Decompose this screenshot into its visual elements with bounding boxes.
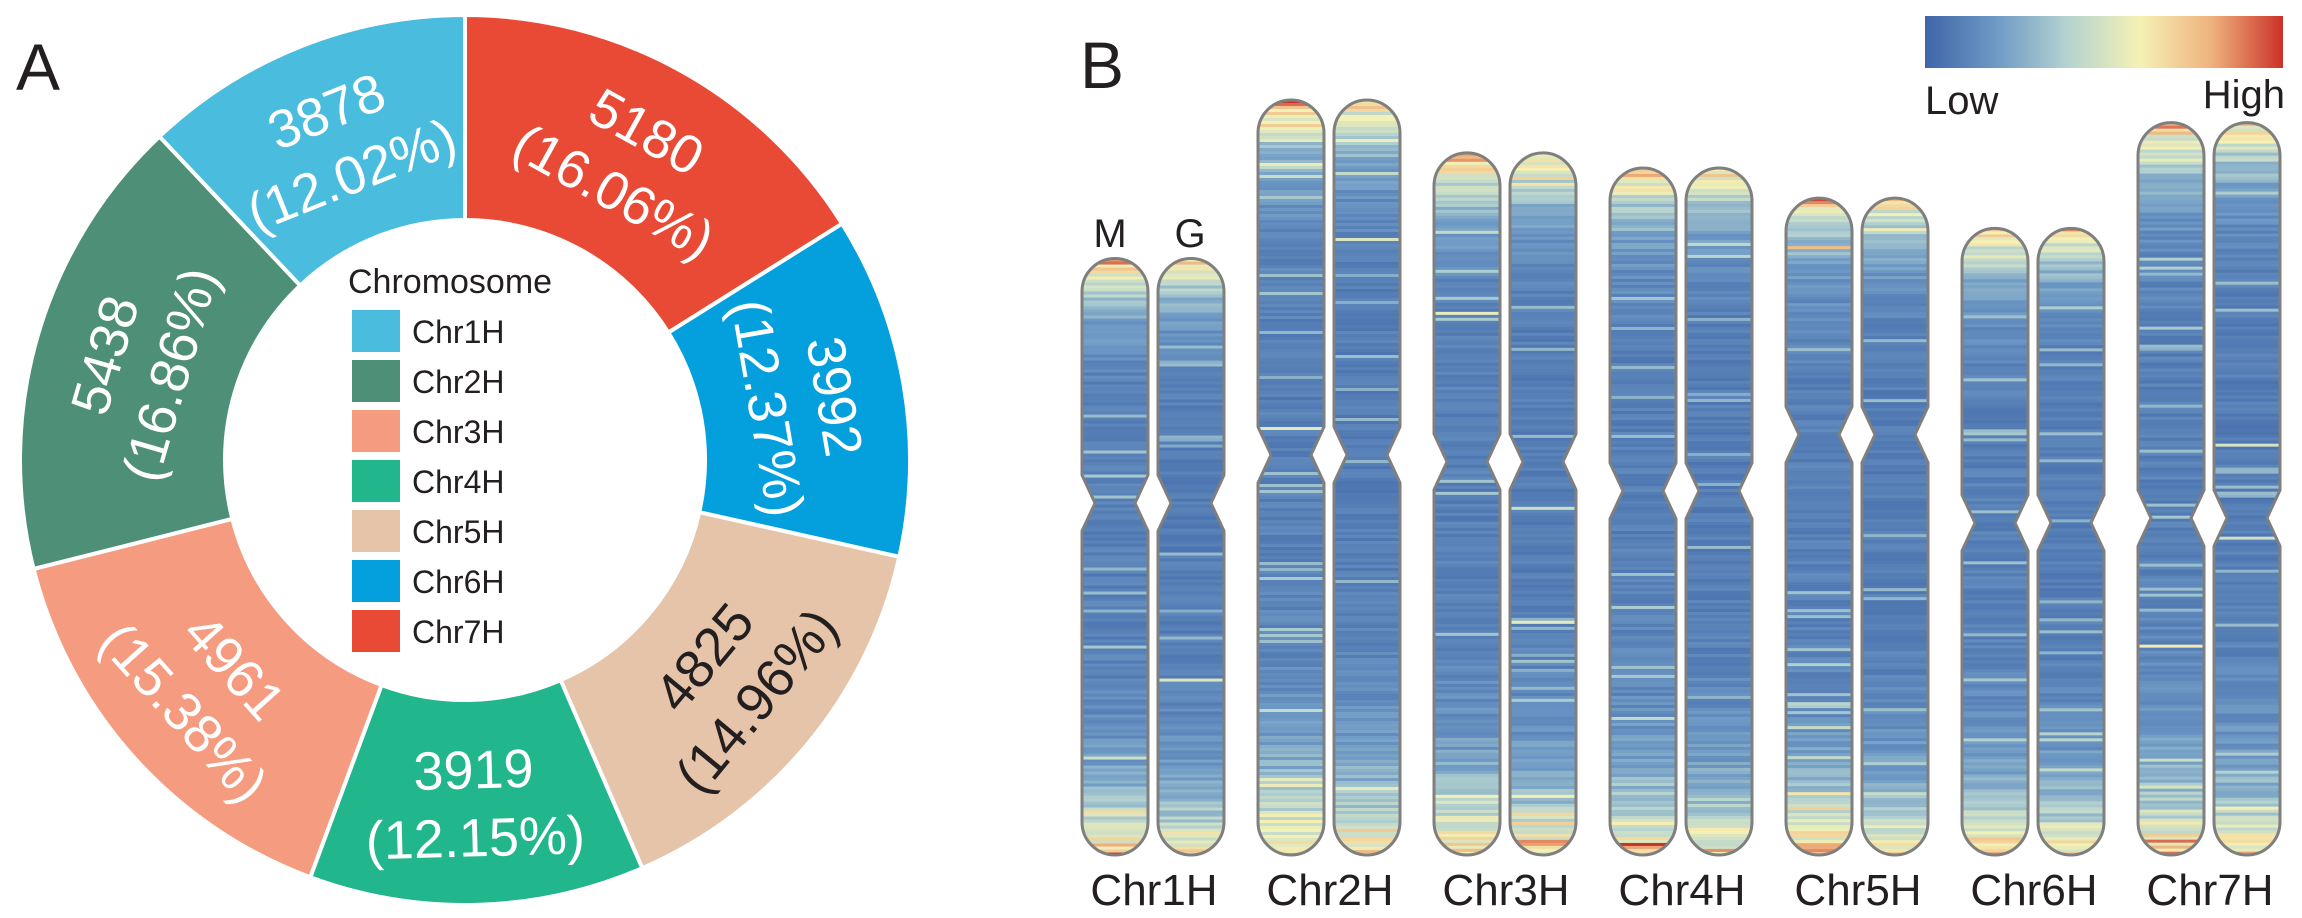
chromosome-chr4h-g-density bbox=[1686, 167, 1752, 855]
chromosome-heatmap: Chr1H Chr2H Chr3H Chr4H Chr5H Chr6H Chr7H bbox=[1080, 98, 2282, 915]
legend-swatch-chr6h bbox=[352, 560, 400, 602]
chromosome-chr2h-m-density bbox=[1258, 100, 1324, 855]
donut-slice-chr7h bbox=[463, 12, 845, 336]
chromosome-outline bbox=[1684, 166, 1754, 857]
chromosome-chr3h-m-density bbox=[1434, 152, 1500, 855]
chromosome-chr6h-g-density bbox=[2038, 228, 2104, 856]
chromosome-outline bbox=[1608, 166, 1678, 857]
chromosome-label-chr7h: Chr7H bbox=[2146, 866, 2273, 915]
chromosome-chr1h-m-density bbox=[1082, 258, 1148, 855]
donut-slice-chr4h bbox=[307, 677, 645, 907]
panel-a-label: A bbox=[16, 30, 60, 104]
chromosome-outline bbox=[2036, 226, 2106, 857]
chromosome-outline bbox=[1432, 151, 1502, 857]
chromosome-label-chr4h: Chr4H bbox=[1618, 866, 1745, 915]
chromosome-outline bbox=[1256, 98, 1326, 857]
donut-slice-chr2h bbox=[18, 133, 304, 572]
chromosome-outline bbox=[2136, 121, 2206, 857]
chromosome-chr1h-g-density bbox=[1158, 258, 1224, 855]
donut-slice-chr3h bbox=[31, 516, 385, 880]
chromosome-outline bbox=[1960, 226, 2030, 857]
track-label-m: M bbox=[1093, 212, 1126, 256]
legend-swatch-chr4h bbox=[352, 460, 400, 502]
chromosome-outline bbox=[1080, 257, 1150, 857]
donut-chart bbox=[18, 12, 912, 907]
chromosome-label-chr6h: Chr6H bbox=[1970, 866, 2097, 915]
donut-slice-chr5h bbox=[557, 509, 902, 871]
chromosome-chr4h-m-density bbox=[1610, 167, 1676, 855]
chromosome-outline bbox=[1784, 196, 1854, 857]
legend-label-chr6h: Chr6H bbox=[412, 564, 504, 600]
legend-swatch-chr1h bbox=[352, 310, 400, 352]
chromosome-outline bbox=[1860, 196, 1930, 857]
panel-b-label: B bbox=[1080, 28, 1124, 102]
chromosome-chr7h-m-density bbox=[2138, 122, 2204, 855]
slice-percent-label: (12.15%) bbox=[365, 805, 586, 871]
track-label-g: G bbox=[1174, 212, 1205, 256]
legend-label-chr2h: Chr2H bbox=[412, 364, 504, 400]
legend-swatch-chr2h bbox=[352, 360, 400, 402]
legend-title: Chromosome bbox=[348, 263, 552, 301]
color-scale-low-label: Low bbox=[1925, 79, 1998, 123]
chromosome-outline bbox=[1508, 151, 1578, 857]
chromosome-chr5h-m-density bbox=[1786, 198, 1852, 855]
chromosome-label-chr5h: Chr5H bbox=[1794, 866, 1921, 915]
legend-label-chr5h: Chr5H bbox=[412, 514, 504, 550]
chromosome-legend: Chromosome Chr1H Chr2H Chr3H Chr4H Chr5H Chr6… bbox=[348, 263, 552, 652]
legend-swatch-chr5h bbox=[352, 510, 400, 552]
donut-slice-chr1h bbox=[156, 12, 467, 289]
legend-label-chr4h: Chr4H bbox=[412, 464, 504, 500]
color-scale-bar bbox=[1925, 16, 2283, 68]
legend-label-chr1h: Chr1H bbox=[412, 314, 504, 350]
legend-swatch-chr7h bbox=[352, 610, 400, 652]
chromosome-outline bbox=[1332, 98, 1402, 857]
chromosome-label-chr2h: Chr2H bbox=[1266, 866, 1393, 915]
chromosome-label-chr3h: Chr3H bbox=[1442, 866, 1569, 915]
legend-label-chr3h: Chr3H bbox=[412, 414, 504, 450]
chromosome-chr7h-g-density bbox=[2214, 122, 2280, 855]
chromosome-label-chr1h: Chr1H bbox=[1090, 866, 1217, 915]
chromosome-outline bbox=[2212, 121, 2282, 857]
donut-slice-chr6h bbox=[665, 220, 912, 560]
legend-label-chr7h: Chr7H bbox=[412, 614, 504, 650]
chromosome-chr2h-g-density bbox=[1334, 100, 1400, 855]
chromosome-chr5h-g-density bbox=[1862, 198, 1928, 855]
chromosome-chr6h-m-density bbox=[1962, 228, 2028, 856]
donut-label-chr4h: 3919(12.15%) bbox=[365, 739, 586, 872]
slice-count-label: 3919 bbox=[413, 739, 535, 802]
track-labels: M G bbox=[1093, 212, 1205, 256]
color-scale-high-label: High bbox=[2203, 73, 2285, 117]
color-scale: Low High bbox=[1925, 16, 2285, 123]
chromosome-chr3h-g-density bbox=[1510, 152, 1576, 855]
legend-swatch-chr3h bbox=[352, 410, 400, 452]
chromosome-outline bbox=[1156, 257, 1226, 857]
